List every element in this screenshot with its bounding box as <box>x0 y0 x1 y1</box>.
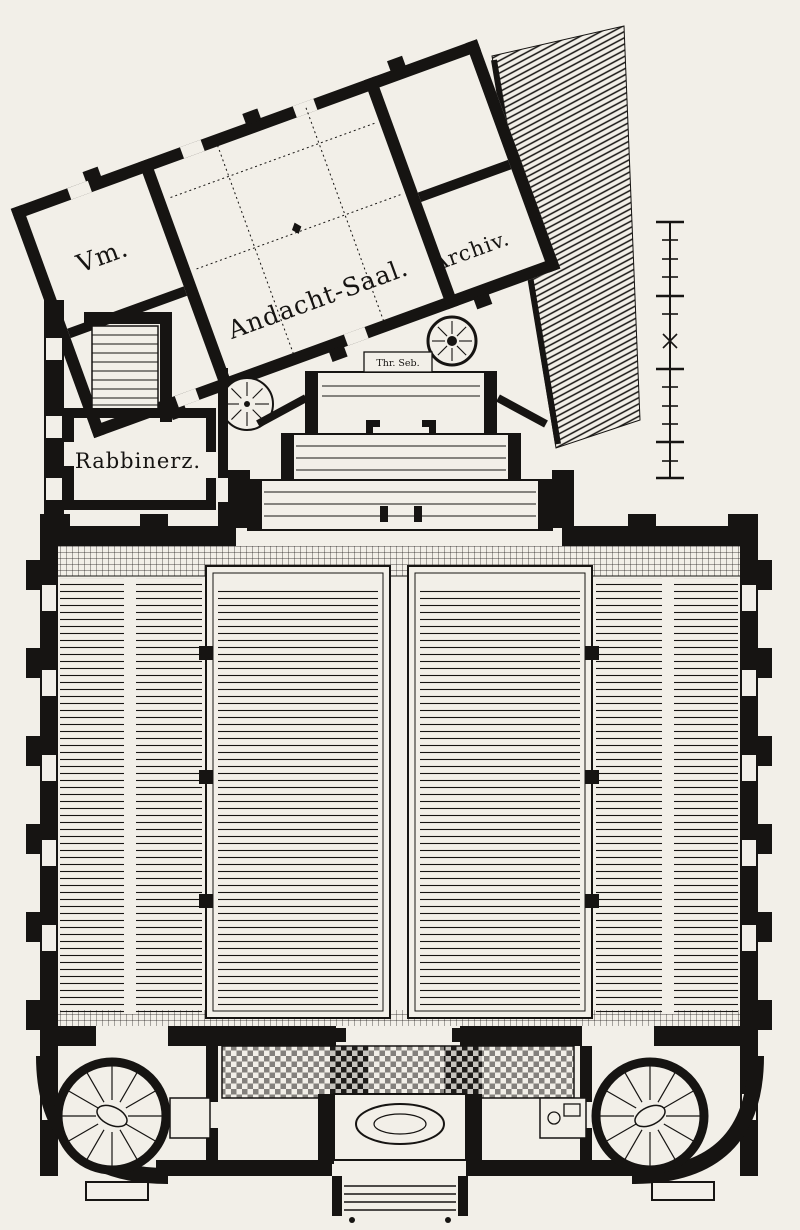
pew-block-center-left <box>205 565 391 1019</box>
ark-and-bima: Thr. Seb. <box>228 351 574 531</box>
label-rabbi-room: Rabbinerz. <box>75 449 201 473</box>
tiled-floor-strip-top <box>58 546 740 576</box>
spiral-staircase-left <box>53 1057 171 1175</box>
ceiling-boss-mark <box>291 222 302 234</box>
spiral-staircase-right <box>591 1057 709 1175</box>
pew-block-center-right <box>407 565 593 1019</box>
scale-bar <box>656 220 684 480</box>
main-hall <box>26 514 772 1048</box>
main-entrance <box>318 1093 482 1223</box>
checkerboard-floor <box>221 1045 575 1099</box>
spiral-stair-small-right <box>426 315 478 367</box>
left-outer-wall <box>44 300 64 526</box>
wing-annex-stairs <box>84 312 478 431</box>
rabbi-room: Rabbinerz. <box>64 368 228 526</box>
entrance-vestibule <box>36 1026 764 1223</box>
gallery-columns <box>199 646 599 908</box>
label-ark: Thr. Seb. <box>376 358 419 369</box>
